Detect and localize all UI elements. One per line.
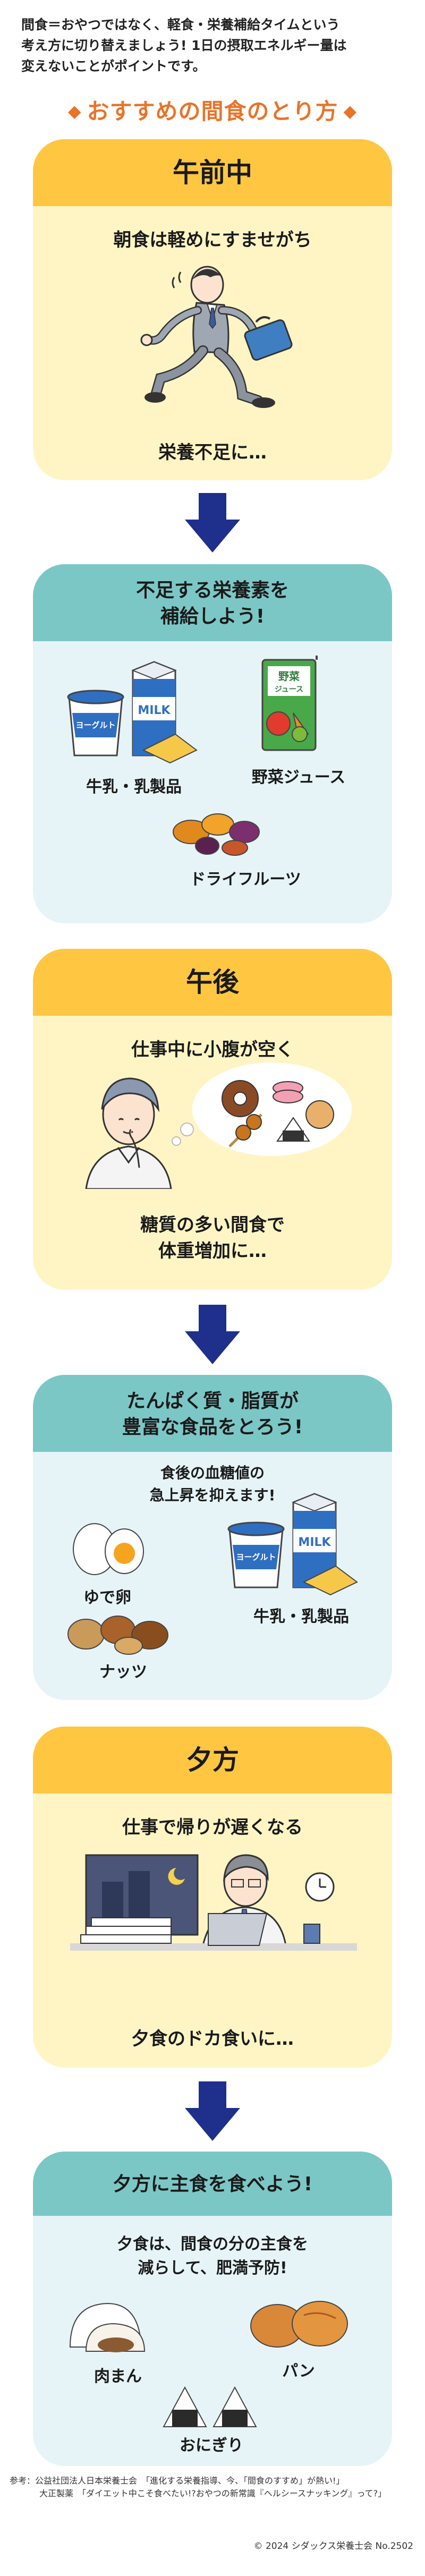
afternoon-tip-item-milk: 牛乳・乳製品: [253, 1608, 349, 1626]
yogurt-cup-label: ヨーグルト: [236, 1552, 276, 1562]
morning-result: 栄養不足に…: [158, 442, 267, 463]
morning-situation: 朝食は軽めにすませがち: [113, 229, 312, 251]
evening-tip-item-bread: パン: [282, 2362, 315, 2381]
steamed-bun-illustration: [69, 2302, 146, 2352]
evening-result: 夕食のドカ食いに…: [131, 2028, 294, 2050]
diamond-icon: ◆: [67, 101, 82, 121]
boiled-egg-illustration: [73, 1523, 144, 1575]
intro-text: 間食＝おやつではなく、軽食・栄養補給タイムという 考え方に切り替えましょう! 1…: [21, 15, 404, 76]
afternoon-situation: 仕事中に小腹が空く: [131, 1039, 294, 1060]
afternoon-tip-card: たんぱく質・脂質が 豊富な食品をとろう! 食後の血糖値の 急上昇を抑えます! ゆ…: [33, 1375, 392, 1700]
juice-pack-label: 野菜: [278, 670, 300, 683]
dried-fruit-illustration: [173, 813, 260, 856]
evening-tip-sub-line: 夕食は、間食の分の主食を: [117, 2235, 308, 2254]
intro-line: 変えないことがポイントです。: [21, 58, 206, 74]
morning-tip-card: 不足する栄養素を 補給しよう! MILK ヨーグルト 野菜 ジュース 牛乳・乳製…: [33, 564, 392, 923]
morning-tip-title-line: 不足する栄養素を: [135, 580, 289, 601]
references: 参考：公益社団法人日本栄養士会 「進化する栄養指導、今、「間食のすすめ」が熱い!…: [10, 2475, 419, 2500]
rice-ball-illustration: [163, 2386, 257, 2427]
nuts-illustration: [67, 1616, 168, 1655]
afternoon-tip-item-nuts: ナッツ: [99, 1663, 147, 1681]
afternoon-tip-title: たんぱく質・脂質が 豊富な食品をとろう!: [33, 1375, 392, 1452]
morning-tip-item-juice: 野菜ジュース: [251, 768, 346, 787]
intro-line: 間食＝おやつではなく、軽食・栄養補給タイムという: [21, 17, 340, 32]
milk-pack-label: MILK: [298, 1536, 331, 1549]
copyright: © 2024 シダックス栄養士会 No.2502: [253, 2541, 413, 2552]
hungry-worker-illustration: [85, 1062, 352, 1189]
afternoon-result: 糖質の多い間食で 体重増加に…: [33, 1212, 392, 1265]
juice-pack-label: ジュース: [275, 685, 303, 694]
morning-tip-item-milk: 牛乳・乳製品: [86, 778, 182, 796]
vegetable-juice-illustration: 野菜 ジュース: [261, 656, 318, 751]
morning-card: 午前中 朝食は軽めにすませがち 栄養不足に…: [33, 139, 392, 480]
section-heading: ◆おすすめの間食のとり方◆: [0, 93, 425, 126]
bread-roll-illustration: [250, 2301, 348, 2348]
reference-line: 参考：公益社団法人日本栄養士会 「進化する栄養指導、今、「間食のすすめ」が熱い!…: [10, 2476, 345, 2486]
intro-line: 考え方に切り替えましょう! 1日の摂取エネルギー量は: [21, 37, 347, 53]
evening-situation: 仕事で帰りが遅くなる: [122, 1817, 303, 1838]
afternoon-tip-sub: 食後の血糖値の 急上昇を抑えます!: [33, 1462, 392, 1507]
milk-yogurt-illustration: MILK ヨーグルト: [67, 661, 198, 764]
down-arrow-icon: [185, 1305, 240, 1364]
overtime-worker-illustration: [70, 1854, 357, 1951]
running-businessman-illustration: [140, 266, 293, 408]
yogurt-cup-label: ヨーグルト: [75, 720, 115, 730]
evening-tip-card: 夕方に主食を食べよう! 夕食は、間食の分の主食を 減らして、肥満予防! 肉まん …: [33, 2152, 392, 2466]
morning-tip-item-fruit: ドライフルーツ: [190, 870, 301, 889]
heading-text: おすすめの間食のとり方: [87, 98, 338, 124]
milk-yogurt-illustration: MILK ヨーグルト: [227, 1493, 358, 1596]
afternoon-result-line: 糖質の多い間食で: [140, 1214, 285, 1236]
reference-line: 大正製薬 「ダイエット中こそ食べたい!?おやつの新常識『ヘルシースナッキング』っ…: [39, 2488, 387, 2498]
evening-tip-item-bun: 肉まん: [94, 2367, 142, 2386]
afternoon-tip-item-egg: ゆで卵: [83, 1588, 131, 1607]
evening-tip-sub-line: 減らして、肥満予防!: [138, 2259, 287, 2277]
afternoon-title: 午後: [33, 949, 392, 1016]
afternoon-tip-title-line: たんぱく質・脂質が: [126, 1390, 299, 1412]
milk-pack-label: MILK: [138, 704, 171, 717]
evening-card: 夕方 仕事で帰りが遅くなる 夕食のドカ食いに…: [33, 1727, 392, 2068]
morning-tip-title: 不足する栄養素を 補給しよう!: [33, 564, 392, 642]
evening-title: 夕方: [33, 1727, 392, 1793]
morning-title: 午前中: [33, 139, 392, 206]
afternoon-result-line: 体重増加に…: [158, 1240, 267, 1262]
afternoon-tip-sub-line: 食後の血糖値の: [160, 1464, 265, 1482]
afternoon-card: 午後 仕事中に小腹が空く 糖質の多い間食で 体重増加に…: [33, 949, 392, 1290]
down-arrow-icon: [185, 493, 240, 552]
evening-tip-item-rice: おにぎり: [180, 2436, 243, 2455]
down-arrow-icon: [185, 2081, 240, 2141]
afternoon-tip-sub-line: 急上昇を抑えます!: [149, 1486, 276, 1504]
diamond-icon: ◆: [343, 101, 358, 121]
evening-tip-sub: 夕食は、間食の分の主食を 減らして、肥満予防!: [33, 2232, 392, 2280]
evening-tip-title: 夕方に主食を食べよう!: [33, 2152, 392, 2216]
afternoon-tip-title-line: 豊富な食品をとろう!: [122, 1416, 303, 1438]
morning-tip-title-line: 補給しよう!: [160, 605, 265, 627]
